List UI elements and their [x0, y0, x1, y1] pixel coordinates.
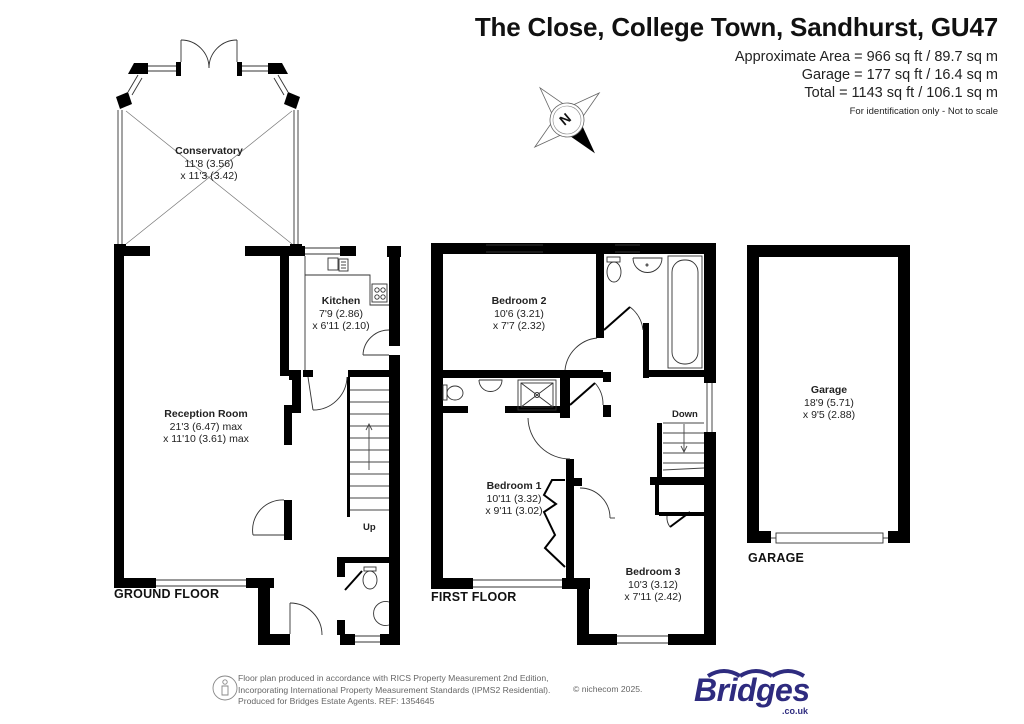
first-floor-label: FIRST FLOOR: [431, 590, 517, 604]
footer-line: Produced for Bridges Estate Agents. REF:…: [238, 696, 435, 706]
ground-floor-label: GROUND FLOOR: [114, 587, 220, 601]
garage-label: GARAGE: [748, 551, 805, 565]
room-dimension: 21'3 (6.47) max: [169, 420, 243, 433]
logo-wordmark: Bridges: [694, 672, 810, 708]
room-name: Conservatory: [175, 145, 243, 157]
room-dimension: x 9'11 (3.02): [485, 505, 543, 517]
footer-line: Incorporating International Property Mea…: [238, 684, 551, 695]
copyright-notice: © nichecom 2025.: [573, 684, 643, 694]
room-reception: Reception Room 21'3 (6.47) max x 11'10 (…: [163, 408, 249, 446]
approximate-area: Approximate Area = 966 sq ft / 89.7 sq m: [734, 49, 998, 65]
north-compass-icon: [533, 86, 601, 154]
room-name: Bedroom 1: [486, 480, 542, 492]
bridges-logo-arcs: [706, 669, 806, 678]
room-dimension: x 7'11 (2.42): [624, 591, 682, 603]
room-dimension: x 11'3 (3.42): [180, 170, 238, 182]
total-area: Total = 1143 sq ft / 106.1 sq m: [804, 85, 998, 101]
property-title: The Close, College Town, Sandhurst, GU47: [474, 12, 998, 42]
room-conservatory: Conservatory 11'8 (3.56) x 11'3 (3.42): [175, 145, 243, 183]
room-bedroom-1: Bedroom 1 10'11 (3.32) x 9'11 (3.02): [485, 480, 542, 518]
stairs-down-label: Down: [672, 409, 698, 420]
room-dimension: 10'11 (3.32): [486, 492, 542, 505]
room-name: Kitchen: [321, 295, 361, 307]
room-name: Garage: [810, 384, 848, 396]
room-bedroom-3: Bedroom 3 10'3 (3.12) x 7'11 (2.42): [624, 566, 681, 604]
person-icon: [212, 675, 238, 701]
room-garage: Garage 18'9 (5.71) x 9'5 (2.88): [803, 384, 855, 422]
scale-disclaimer: For identification only - Not to scale: [849, 106, 998, 117]
stairs-up-label: Up: [363, 522, 376, 533]
room-dimension: 10'3 (3.12): [628, 578, 678, 591]
room-dimension: 10'6 (3.21): [494, 307, 544, 320]
room-dimension: 18'9 (5.71): [804, 396, 854, 409]
room-name: Reception Room: [164, 408, 248, 420]
garage-area: Garage = 177 sq ft / 16.4 sq m: [801, 67, 998, 83]
footer-notes: Floor plan produced in accordance with R…: [238, 673, 550, 708]
room-dimension: x 9'5 (2.88): [802, 409, 856, 421]
room-dimension: x 11'10 (3.61) max: [163, 433, 249, 445]
room-kitchen: Kitchen 7'9 (2.86) x 6'11 (2.10): [312, 295, 369, 333]
room-dimension: x 6'11 (2.10): [312, 320, 370, 332]
room-name: Bedroom 2: [491, 295, 547, 307]
bridges-logo: Bridges .co.uk: [694, 662, 814, 718]
footer-line: Floor plan produced in accordance with R…: [238, 673, 549, 683]
room-dimension: x 7'7 (2.32): [492, 320, 546, 332]
room-bedroom-2: Bedroom 2 10'6 (3.21) x 7'7 (2.32): [492, 295, 547, 333]
room-dimension: 11'8 (3.56): [184, 157, 234, 170]
room-name: Bedroom 3: [625, 566, 681, 578]
logo-domain: .co.uk: [781, 706, 808, 716]
room-dimension: 7'9 (2.86): [318, 307, 364, 320]
